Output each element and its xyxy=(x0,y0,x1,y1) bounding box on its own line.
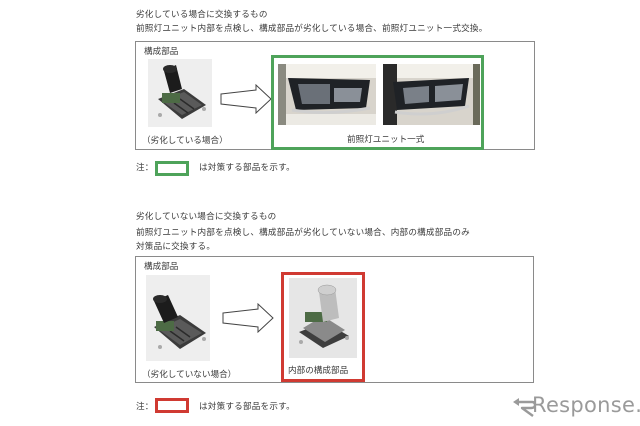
section1-result-caption: 前照灯ユニット一式 xyxy=(347,135,425,145)
section1-diagram-box: 構成部品 （劣化している場合） xyxy=(135,41,535,150)
section1-note-prefix: 注： xyxy=(136,163,154,173)
section1-note-text: は対策する部品を示す。 xyxy=(199,163,295,173)
section1-part-caption: （劣化している場合） xyxy=(142,136,228,146)
section1-box-label: 構成部品 xyxy=(144,47,179,57)
section2-highlight-frame: 内部の構成部品 xyxy=(281,272,365,382)
section2-note-text: は対策する部品を示す。 xyxy=(199,402,295,412)
right-arrow-icon xyxy=(222,303,274,333)
section1-heading: 劣化している場合に交換するもの xyxy=(136,10,268,20)
intact-module-photo xyxy=(146,275,210,361)
headlight-left-photo xyxy=(278,64,376,125)
section1-highlight-frame: 前照灯ユニット一式 xyxy=(271,55,484,150)
section2-heading: 劣化していない場合に交換するもの xyxy=(136,212,277,222)
response-logo: Response. xyxy=(512,393,640,417)
module-image-icon xyxy=(146,275,210,361)
section2-note-prefix: 注： xyxy=(136,402,154,412)
section2-diagram-box: 構成部品 （劣化していない場合） xyxy=(135,256,534,383)
right-arrow-icon xyxy=(220,84,272,114)
response-logo-text: Response. xyxy=(532,393,640,417)
degraded-module-photo xyxy=(148,59,212,127)
section2-description-line2: 対策品に交換する。 xyxy=(136,242,216,252)
headlight-image-icon xyxy=(278,64,376,125)
section2-part-caption: （劣化していない場合） xyxy=(142,370,237,380)
section2-box-label: 構成部品 xyxy=(144,262,179,272)
legend-red-swatch xyxy=(155,398,189,413)
section2-result-caption: 内部の構成部品 xyxy=(288,366,349,376)
section1-description: 前照灯ユニット内部を点検し、構成部品が劣化している場合、前照灯ユニット一式交換。 xyxy=(136,24,488,34)
section2-description-line1: 前照灯ユニット内部を点検し、構成部品が劣化していない場合、内部の構成部品のみ xyxy=(136,228,470,238)
component-image-icon xyxy=(289,278,357,358)
headlight-right-photo xyxy=(383,64,480,125)
headlight-image-icon xyxy=(383,64,480,125)
module-image-icon xyxy=(148,59,212,127)
legend-green-swatch xyxy=(155,161,189,176)
response-logo-icon xyxy=(513,398,536,417)
internal-component-photo xyxy=(289,278,357,358)
